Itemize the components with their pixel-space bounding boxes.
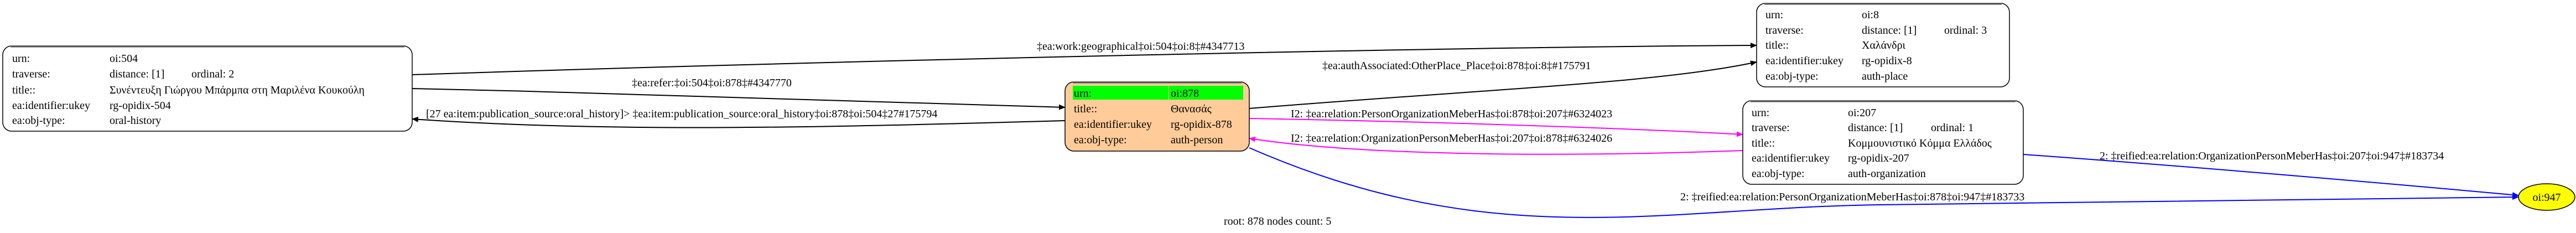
node-field-value: Συνέντευξη Γιώργου Μπάρμπα στη Μαριλένα … bbox=[110, 84, 365, 96]
node-field-key: traverse: bbox=[1752, 122, 1790, 134]
edge-line bbox=[412, 88, 1066, 110]
node-field-key: ea:obj-type: bbox=[1752, 168, 1805, 180]
node-field-value: auth-person bbox=[1171, 134, 1223, 146]
node-label: oi:947 bbox=[2532, 191, 2561, 204]
edge: I2: ‡ea:relation:PersonOrganizationMeber… bbox=[1249, 108, 1743, 137]
edge-line bbox=[2023, 154, 2519, 198]
edge-label: ‡ea:work:geographical‡oi:504‡oi:8‡#43477… bbox=[1037, 40, 1244, 53]
node-field-value: distance: [1] bbox=[110, 68, 164, 80]
edge-line bbox=[1249, 147, 2519, 218]
node-field-value: distance: [1] bbox=[1862, 24, 1917, 37]
edge: [27 ea:item:publication_source:oral_hist… bbox=[412, 108, 1066, 128]
node-field-extra: ordinal: 2 bbox=[191, 68, 234, 80]
node-field-key: title:: bbox=[1752, 137, 1775, 149]
edge: ‡ea:work:geographical‡oi:504‡oi:8‡#43477… bbox=[412, 40, 1757, 75]
node-field-value: Κομμουνιστικό Κόμμα Ελλάδος bbox=[1848, 137, 1992, 149]
edge-label: 2: ‡reified:ea:relation:PersonOrganizati… bbox=[1680, 191, 2024, 203]
node-field-value: Θανασάς bbox=[1171, 103, 1212, 115]
edge-label: I2: ‡ea:relation:OrganizationPersonMeber… bbox=[1291, 132, 1612, 144]
graph-node[interactable]: urn: oi:878title::Θανασάςea:identifier:uk… bbox=[1064, 81, 1250, 152]
node-field-extra: ordinal: 3 bbox=[1944, 24, 1987, 37]
node-field-value: oi:504 bbox=[110, 53, 138, 65]
node-field-key: ea:obj-type: bbox=[1074, 134, 1127, 146]
nodes-layer: urn: oi:504 traverse: distance: [1] ordinal:… bbox=[2, 3, 2575, 211]
node-field-key: title:: bbox=[1074, 103, 1097, 115]
node-field-value: oi:8 bbox=[1862, 9, 1879, 21]
node-field-value: rg-opidix-207 bbox=[1848, 152, 1909, 164]
edge-label: ‡ea:authAssociated:OtherPlace_Place‡oi:8… bbox=[1322, 60, 1591, 72]
edge: I2: ‡ea:relation:OrganizationPersonMeber… bbox=[1249, 132, 1743, 155]
node-field-extra: ordinal: 1 bbox=[1931, 122, 1973, 134]
node-field-key: ea:identifier:ukey bbox=[12, 100, 90, 112]
node-field-key: ea:identifier:ukey bbox=[1074, 118, 1152, 131]
urn-key-highlight bbox=[1073, 86, 1168, 100]
edge: 2: ‡reified:ea:relation:PersonOrganizati… bbox=[1249, 147, 2519, 218]
edges-layer: ‡ea:work:geographical‡oi:504‡oi:8‡#43477… bbox=[412, 40, 2519, 218]
node-field-key: urn: bbox=[12, 53, 30, 65]
graph-node[interactable]: urn: oi:504 traverse: distance: [1] ordinal:… bbox=[2, 45, 413, 132]
node-field-key: traverse: bbox=[12, 68, 50, 80]
node-field-key: ea:identifier:ukey bbox=[1765, 55, 1843, 67]
node-field-value: Χαλάνδρι bbox=[1862, 39, 1906, 51]
node-field-value: oral-history bbox=[110, 115, 161, 127]
node-field-key: urn: bbox=[1765, 9, 1783, 21]
edge-line bbox=[412, 43, 1757, 75]
node-ellipse bbox=[2518, 183, 2575, 211]
node-field-value: distance: [1] bbox=[1848, 122, 1903, 134]
node-field-key: ea:obj-type: bbox=[12, 115, 65, 127]
edge: 2: ‡reified:ea:relation:OrganizationPers… bbox=[2023, 150, 2519, 198]
urn-value-highlight bbox=[1169, 86, 1243, 100]
edge-label: 2: ‡reified:ea:relation:OrganizationPers… bbox=[2100, 150, 2444, 162]
node-field-value: rg-opidix-8 bbox=[1862, 55, 1912, 67]
edge-label: I2: ‡ea:relation:PersonOrganizationMeber… bbox=[1291, 108, 1612, 120]
node-field-value: rg-opidix-504 bbox=[110, 100, 171, 112]
node-field-value: oi:207 bbox=[1848, 107, 1876, 119]
edge-label: [27 ea:item:publication_source:oral_hist… bbox=[426, 108, 937, 120]
graph-node[interactable]: oi:947 bbox=[2518, 183, 2575, 211]
node-field-key: ea:obj-type: bbox=[1765, 70, 1819, 82]
edge-line bbox=[1249, 60, 1757, 109]
node-field-value: rg-opidix-878 bbox=[1171, 118, 1232, 131]
node-field-value: oi:878 bbox=[1171, 87, 1199, 100]
node-field-key: urn: bbox=[1752, 107, 1769, 119]
edge: ‡ea:authAssociated:OtherPlace_Place‡oi:8… bbox=[1249, 60, 1757, 109]
graph-node[interactable]: urn: oi:8 traverse: distance: [1] ordinal: 3… bbox=[1756, 3, 2010, 87]
node-field-key: title:: bbox=[12, 84, 35, 96]
edge-line bbox=[1249, 118, 1743, 137]
edge: ‡ea:refer:‡oi:504‡oi:878‡#4347770 bbox=[412, 77, 1066, 110]
edge-label: ‡ea:refer:‡oi:504‡oi:878‡#4347770 bbox=[632, 77, 792, 89]
edge-line bbox=[1249, 136, 1743, 155]
node-field-value: auth-organization bbox=[1848, 168, 1926, 180]
footer-root-count: root: 878 nodes count: 5 bbox=[1224, 215, 1331, 227]
edge-line bbox=[412, 116, 1066, 128]
node-field-key: urn: bbox=[1074, 87, 1092, 100]
node-field-key: ea:identifier:ukey bbox=[1752, 152, 1830, 164]
graph-node[interactable]: urn: oi:207 traverse: distance: [1] ordinal:… bbox=[1742, 100, 2024, 185]
node-field-value: auth-place bbox=[1862, 70, 1908, 82]
node-field-key: title:: bbox=[1765, 39, 1789, 51]
node-field-key: traverse: bbox=[1765, 24, 1804, 37]
